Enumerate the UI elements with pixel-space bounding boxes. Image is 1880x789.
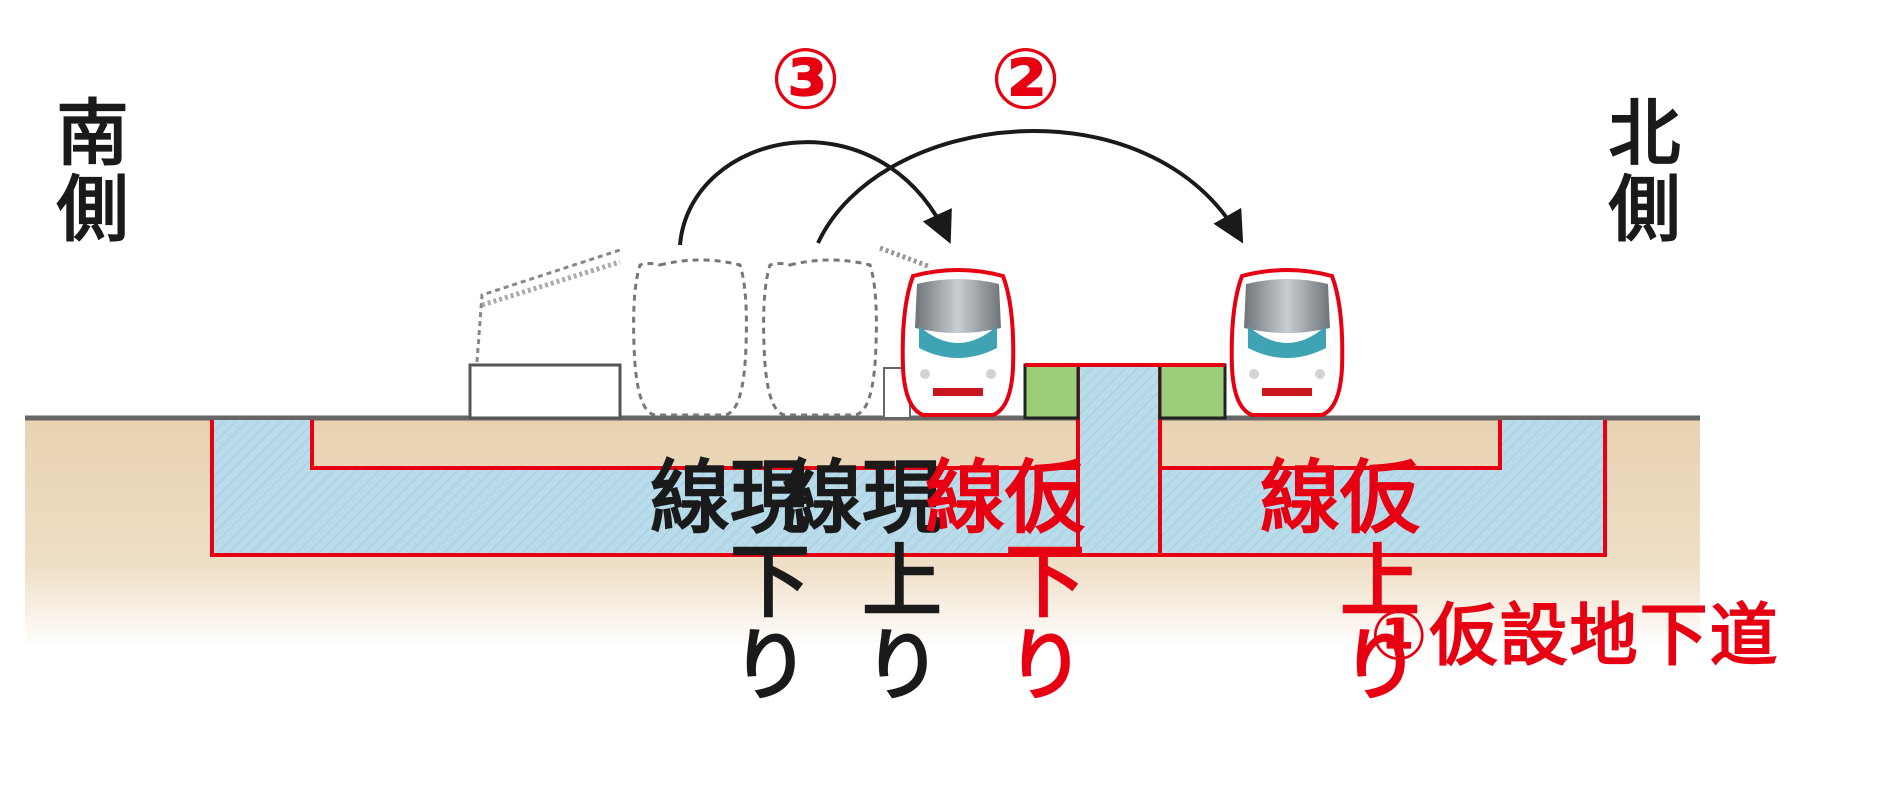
step-3-label: ③ (770, 30, 842, 128)
existing-platform (468, 363, 622, 420)
south-side-label: 南側 (44, 95, 128, 247)
underpass-structure (212, 420, 1605, 555)
step-2-label: ② (990, 30, 1062, 128)
underpass-outline (210, 420, 1607, 557)
current-up-line-label: 現上り線 (769, 455, 942, 707)
north-side-label: 北側 (1596, 95, 1680, 247)
train-front-icon (1229, 268, 1345, 417)
temporary-underpass-box (1076, 363, 1162, 557)
current-down-line-label: 現下り線 (637, 455, 810, 707)
temp-up-line-label: 仮上り線 (1247, 455, 1420, 707)
overhead-mark (879, 245, 929, 269)
roof-rail (481, 259, 621, 308)
curved-arrow-icon (678, 140, 952, 246)
green-block-right (1158, 363, 1227, 420)
ghost-train-icon (632, 258, 748, 417)
temporary-underpass-label: ①仮設地下道 (1370, 597, 1780, 676)
ghost-train-icon (762, 258, 878, 417)
platform-roof (475, 248, 621, 363)
curved-arrow-icon (816, 129, 1244, 244)
temp-down-line-label: 仮下り線 (912, 455, 1085, 707)
green-block-left (1023, 363, 1080, 420)
train-front-icon (900, 268, 1016, 417)
